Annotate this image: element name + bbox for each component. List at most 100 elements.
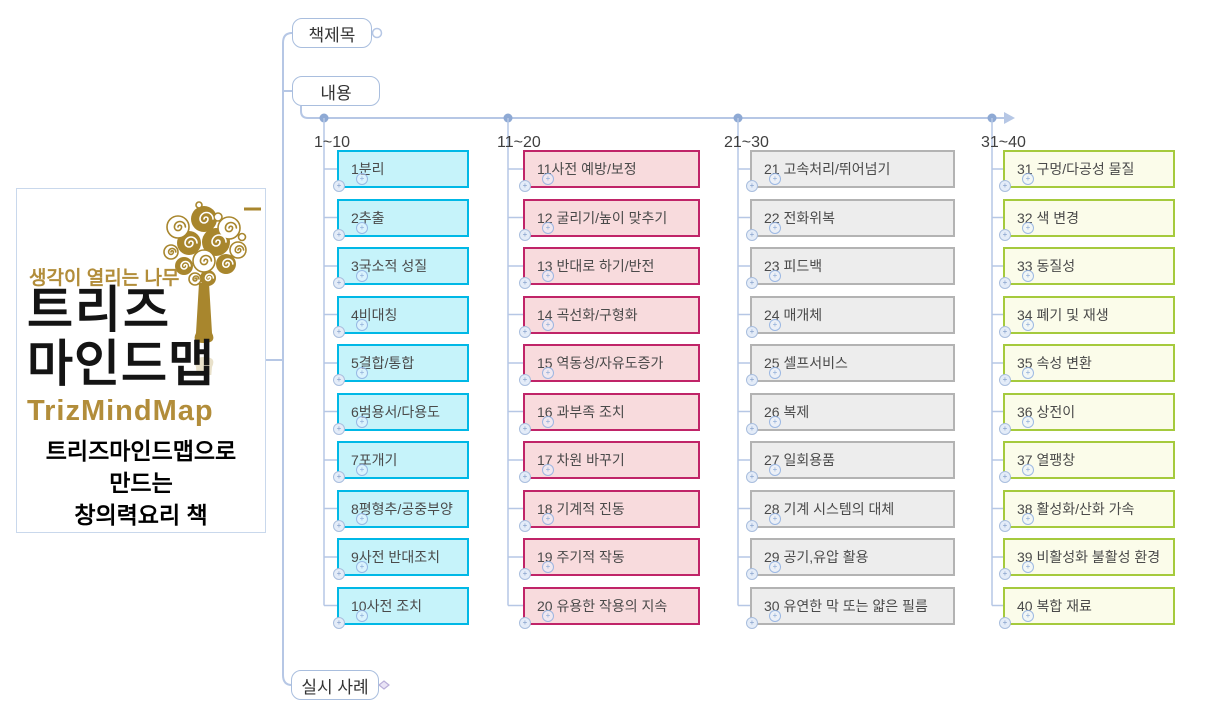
node-book-title[interactable]: 책제목 <box>292 18 372 48</box>
mindmap-node[interactable]: 23 피드백++ <box>746 247 955 289</box>
hyperlink-icon[interactable]: + <box>356 173 368 185</box>
add-subtopic-icon[interactable]: + <box>746 422 758 435</box>
hyperlink-icon[interactable]: + <box>356 464 368 476</box>
hyperlink-icon[interactable]: + <box>769 270 781 282</box>
add-subtopic-icon[interactable]: + <box>999 616 1011 629</box>
hyperlink-icon[interactable]: + <box>542 221 554 234</box>
add-subtopic-icon[interactable]: + <box>999 228 1011 241</box>
hyperlink-icon[interactable]: + <box>356 512 368 525</box>
hyperlink-icon[interactable]: + <box>356 367 368 379</box>
add-subtopic-icon[interactable]: + <box>746 471 758 483</box>
hyperlink-icon[interactable]: + <box>1022 367 1034 379</box>
mindmap-node[interactable]: 8평형추/공중부양++ <box>333 489 469 532</box>
hyperlink-icon[interactable]: + <box>356 561 368 573</box>
hyperlink-icon[interactable]: + <box>542 609 554 622</box>
mindmap-node[interactable]: 7포개기++ <box>333 441 469 483</box>
mindmap-node[interactable]: 33 동질성++ <box>999 247 1175 289</box>
add-subtopic-icon[interactable]: + <box>999 422 1011 435</box>
hyperlink-icon[interactable]: + <box>542 561 554 573</box>
add-subtopic-icon[interactable]: + <box>519 228 531 241</box>
add-subtopic-icon[interactable]: + <box>746 616 758 629</box>
mindmap-node[interactable]: 16 과부족 조치++ <box>519 392 700 435</box>
mindmap-node[interactable]: 18 기계적 진동++ <box>519 489 700 532</box>
mindmap-node[interactable]: 15 역동성/자유도증가++ <box>519 344 700 386</box>
mindmap-node[interactable]: 2추출++ <box>333 198 469 241</box>
hyperlink-icon[interactable]: + <box>1022 464 1034 476</box>
mindmap-node[interactable]: 12 굴리기/높이 맞추기++ <box>519 198 700 241</box>
hyperlink-icon[interactable]: + <box>769 464 781 476</box>
hyperlink-icon[interactable]: + <box>542 318 554 331</box>
add-subtopic-icon[interactable]: + <box>333 519 345 532</box>
add-subtopic-icon[interactable]: + <box>746 519 758 532</box>
add-subtopic-icon[interactable]: + <box>333 422 345 435</box>
add-subtopic-icon[interactable]: + <box>746 568 758 580</box>
hyperlink-icon[interactable]: + <box>356 318 368 331</box>
hyperlink-icon[interactable]: + <box>1022 221 1034 234</box>
add-subtopic-icon[interactable]: + <box>519 325 531 338</box>
add-subtopic-icon[interactable]: + <box>746 180 758 192</box>
mindmap-node[interactable]: 17 차원 바꾸기++ <box>519 441 700 483</box>
add-subtopic-icon[interactable]: + <box>999 374 1011 386</box>
hyperlink-icon[interactable]: + <box>769 221 781 234</box>
mindmap-node[interactable]: 30 유연한 막 또는 얇은 필름++ <box>746 586 955 629</box>
add-subtopic-icon[interactable]: + <box>333 374 345 386</box>
mindmap-node[interactable]: 40 복합 재료++ <box>999 586 1175 629</box>
mindmap-node[interactable]: 20 유용한 작용의 지속++ <box>519 586 700 629</box>
mindmap-node[interactable]: 29 공기,유압 활용++ <box>746 538 955 580</box>
mindmap-node[interactable]: 26 복제++ <box>746 392 955 435</box>
hyperlink-icon[interactable]: + <box>356 270 368 282</box>
mindmap-node[interactable]: 35 속성 변환++ <box>999 344 1175 386</box>
add-subtopic-icon[interactable]: + <box>519 616 531 629</box>
add-subtopic-icon[interactable]: + <box>746 374 758 386</box>
hyperlink-icon[interactable]: + <box>769 318 781 331</box>
add-subtopic-icon[interactable]: + <box>999 277 1011 289</box>
add-subtopic-icon[interactable]: + <box>519 180 531 192</box>
hyperlink-icon[interactable]: + <box>769 561 781 573</box>
mindmap-node[interactable]: 27 일회용품++ <box>746 441 955 483</box>
mindmap-node[interactable]: 36 상전이++ <box>999 392 1175 435</box>
add-subtopic-icon[interactable]: + <box>519 519 531 532</box>
add-subtopic-icon[interactable]: + <box>999 325 1011 338</box>
add-subtopic-icon[interactable]: + <box>999 568 1011 580</box>
hyperlink-icon[interactable]: + <box>1022 609 1034 622</box>
hyperlink-icon[interactable]: + <box>769 512 781 525</box>
add-subtopic-icon[interactable]: + <box>333 325 345 338</box>
add-subtopic-icon[interactable]: + <box>333 228 345 241</box>
mindmap-node[interactable]: 37 열팽창++ <box>999 441 1175 483</box>
expand-handle-icon[interactable] <box>371 27 383 39</box>
hyperlink-icon[interactable]: + <box>542 367 554 379</box>
mindmap-node[interactable]: 13 반대로 하기/반전++ <box>519 247 700 289</box>
hyperlink-icon[interactable]: + <box>1022 318 1034 331</box>
mindmap-node[interactable]: 6범용서/다용도++ <box>333 392 469 435</box>
hyperlink-icon[interactable]: + <box>769 415 781 428</box>
hyperlink-icon[interactable]: + <box>542 173 554 185</box>
hyperlink-icon[interactable]: + <box>542 512 554 525</box>
hyperlink-icon[interactable]: + <box>542 464 554 476</box>
add-subtopic-icon[interactable]: + <box>519 277 531 289</box>
mindmap-node[interactable]: 3국소적 성질++ <box>333 247 469 289</box>
add-subtopic-icon[interactable]: + <box>333 471 345 483</box>
hyperlink-icon[interactable]: + <box>769 609 781 622</box>
node-examples[interactable]: 실시 사례 <box>291 670 379 700</box>
mindmap-node[interactable]: 38 활성화/산화 가속++ <box>999 489 1175 532</box>
hyperlink-icon[interactable]: + <box>1022 173 1034 185</box>
add-subtopic-icon[interactable]: + <box>333 180 345 192</box>
node-contents[interactable]: 내용 <box>292 76 380 106</box>
mindmap-node[interactable]: 21 고속처리/뛰어넘기++ <box>746 150 955 192</box>
hyperlink-icon[interactable]: + <box>356 609 368 622</box>
hyperlink-icon[interactable]: + <box>542 270 554 282</box>
hyperlink-icon[interactable]: + <box>769 173 781 185</box>
mindmap-node[interactable]: 32 색 변경++ <box>999 198 1175 241</box>
add-subtopic-icon[interactable]: + <box>519 374 531 386</box>
hyperlink-icon[interactable]: + <box>356 415 368 428</box>
mindmap-node[interactable]: 9사전 반대조치++ <box>333 538 469 580</box>
mindmap-node[interactable]: 11사전 예방/보정++ <box>519 150 700 192</box>
hyperlink-icon[interactable]: + <box>542 415 554 428</box>
add-subtopic-icon[interactable]: + <box>333 568 345 580</box>
hyperlink-icon[interactable]: + <box>356 221 368 234</box>
mindmap-node[interactable]: 39 비활성화 불활성 환경++ <box>999 538 1175 580</box>
mindmap-node[interactable]: 31 구멍/다공성 물질++ <box>999 150 1175 192</box>
add-subtopic-icon[interactable]: + <box>999 471 1011 483</box>
mindmap-node[interactable]: 1분리++ <box>333 150 469 192</box>
add-subtopic-icon[interactable]: + <box>519 422 531 435</box>
